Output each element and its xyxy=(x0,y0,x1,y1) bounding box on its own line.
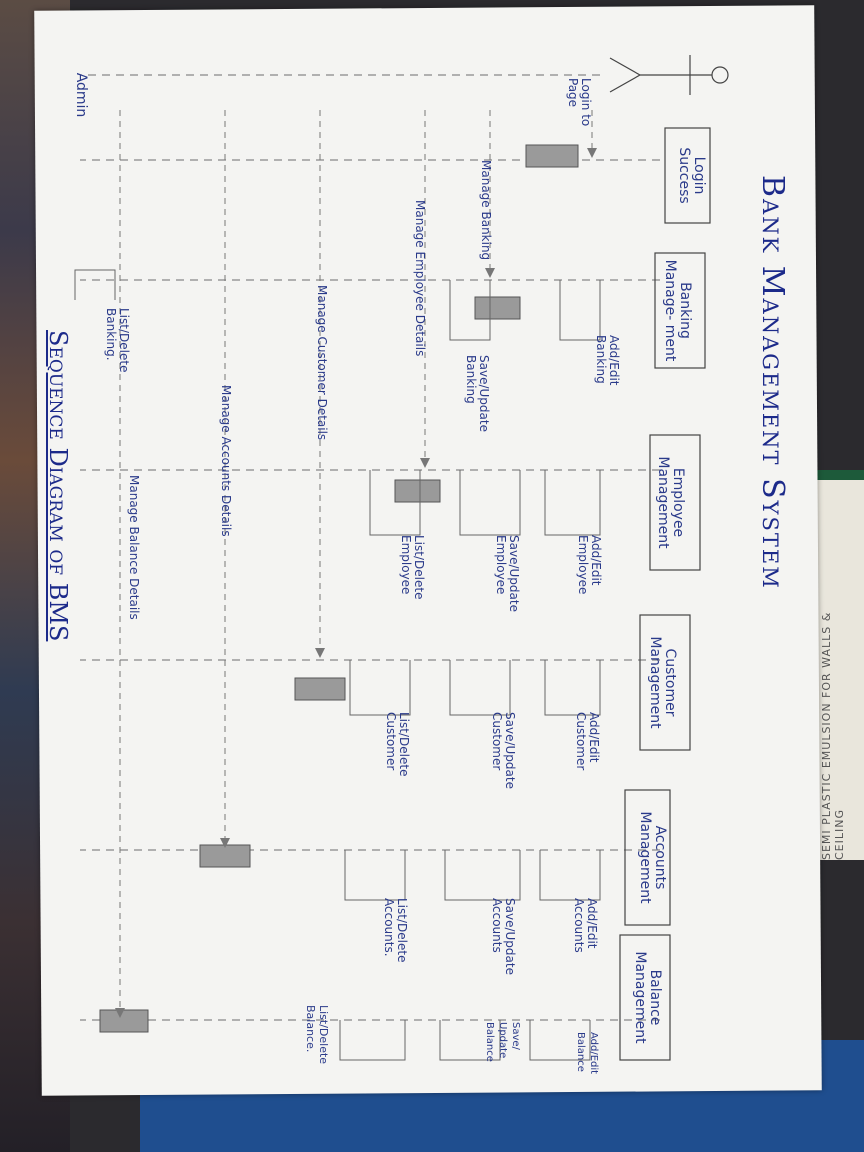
activation-bar-banking xyxy=(474,296,521,320)
self-call-loop-5 xyxy=(459,470,521,536)
actor-leg-left xyxy=(609,57,641,76)
message-arrowhead-2 xyxy=(485,268,495,278)
message-manage-employee-details: Manage Employee Details xyxy=(413,200,427,357)
message-manage-balance-details: Manage Balance Details xyxy=(127,475,141,620)
customer-save-update: Save/Update Customer xyxy=(490,712,517,789)
accounts-add-edit: Add/Edit Accounts xyxy=(572,898,599,953)
banking-add-edit: Add/Edit Banking xyxy=(594,335,621,386)
message-arrowhead-4 xyxy=(315,648,325,658)
lifeline-header-login-success: Login Success xyxy=(676,147,707,204)
activation-bar-customer xyxy=(294,677,346,701)
banking-save-update: Save/Update Banking xyxy=(464,355,491,432)
message-manage-accounts-details: Manage Accounts Details xyxy=(219,385,233,537)
customer-add-edit: Add/Edit Customer xyxy=(574,712,601,771)
self-call-loop-11 xyxy=(444,850,521,901)
header-box-accounts xyxy=(624,789,671,926)
self-call-loop-8 xyxy=(449,660,511,716)
actor-label-admin: Admin xyxy=(73,72,89,118)
diagram-subtitle: Sequence Diagram of BMS xyxy=(44,330,72,642)
message-arrowhead-3 xyxy=(420,458,430,468)
message-arrowhead-5 xyxy=(220,838,230,848)
self-call-loop-6 xyxy=(369,470,421,536)
message-arrowhead-6 xyxy=(115,1008,125,1018)
self-call-loop-4 xyxy=(544,470,601,536)
balance-add-edit: Add/Edit Balance xyxy=(575,1032,599,1075)
lifeline-header-banking-management: Banking Manage- ment xyxy=(662,259,693,362)
header-box-banking xyxy=(654,252,706,369)
self-call-loop-12 xyxy=(344,850,406,901)
lifeline-header-employee-management: Employee Management xyxy=(655,456,686,549)
self-call-loop-9 xyxy=(349,660,411,716)
lifeline-header-customer-management: Customer Management xyxy=(647,636,678,729)
customer-list-delete: List/Delete Customer xyxy=(384,712,411,777)
header-box-login-success xyxy=(664,127,711,224)
message-login-to-page: Login to Page xyxy=(566,78,593,127)
lifeline-header-accounts-management: Accounts Management xyxy=(637,811,668,904)
self-call-loop-13 xyxy=(529,1020,591,1061)
activation-bar-accounts xyxy=(199,844,251,868)
self-call-loop-7 xyxy=(544,660,601,716)
balance-list-delete: List/Delete Balance. xyxy=(304,1005,330,1065)
self-call-loop-2 xyxy=(449,280,491,341)
employee-add-edit: Add/Edit Employee xyxy=(576,535,603,595)
actor-head-icon xyxy=(711,66,729,84)
message-arrowhead-1 xyxy=(587,148,597,158)
activation-bar-balance xyxy=(99,1009,149,1033)
lifeline-header-balance-management: Balance Management xyxy=(632,951,663,1044)
balance-save-update: Save/ Update Balance xyxy=(484,1022,521,1062)
self-call-loop-1 xyxy=(559,280,601,341)
accounts-save-update: Save/Update Accounts xyxy=(490,898,517,975)
self-call-loop-10 xyxy=(539,850,601,901)
actor-leg-right xyxy=(609,74,641,93)
self-call-loop-3 xyxy=(74,269,116,300)
message-manage-customer-details: Manage Customer Details xyxy=(315,285,329,441)
activation-bar-employee xyxy=(394,479,441,503)
employee-save-update: Save/Update Employee xyxy=(494,535,521,612)
employee-list-delete: List/Delete Employee xyxy=(399,535,426,600)
self-call-loop-15 xyxy=(339,1020,406,1061)
message-manage-banking: Manage Banking xyxy=(479,160,493,261)
header-box-employee xyxy=(649,434,701,571)
activation-bar-login-success xyxy=(525,144,579,168)
diagram-title: Bank Management System xyxy=(755,175,790,590)
header-box-customer xyxy=(639,614,691,751)
banking-list-delete: List/Delete Banking. xyxy=(104,308,131,373)
accounts-list-delete: List/Delete Accounts. xyxy=(382,898,409,963)
header-box-balance xyxy=(619,934,671,1061)
self-call-loop-14 xyxy=(439,1020,501,1061)
